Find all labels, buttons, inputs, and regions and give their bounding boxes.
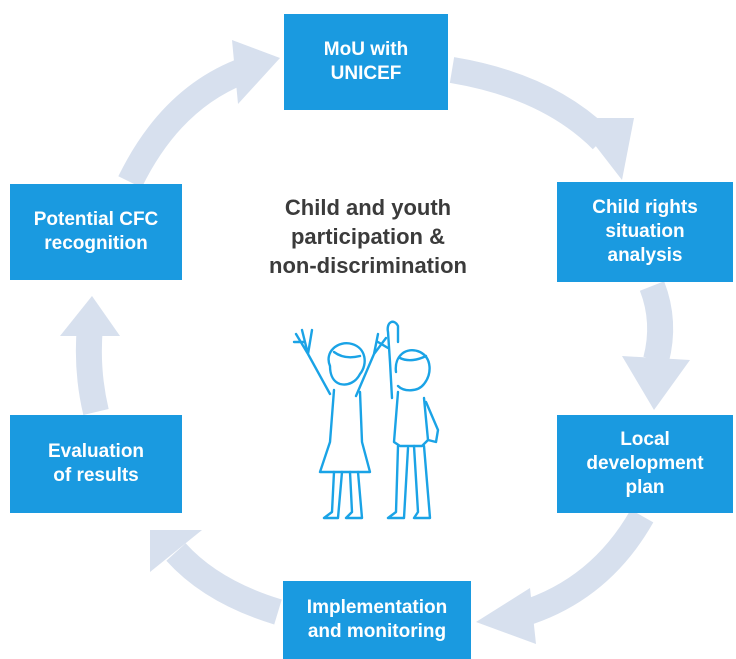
step-evaluation-of-results: Evaluation of results — [10, 415, 182, 513]
arrowhead-cfc — [60, 296, 120, 336]
step-label-line: development — [586, 453, 704, 474]
arrow-analysis-to-plan — [639, 281, 674, 364]
center-title-line: participation & — [290, 224, 445, 249]
center-title-line: Child and youth — [284, 195, 452, 220]
step-label-line: plan — [625, 477, 665, 498]
step-label-line: of results — [53, 465, 139, 486]
arrow-eval-to-cfc — [75, 324, 109, 416]
center-theme-title: Child and youth participation & non-disc… — [218, 193, 518, 280]
arrowhead-plan — [622, 356, 690, 410]
step-local-development-plan: Local development plan — [557, 415, 733, 513]
step-label-line: situation — [605, 221, 685, 242]
step-label-line: Implementation — [306, 597, 448, 618]
arrow-plan-to-impl — [517, 509, 654, 627]
arrow-mou-to-analysis — [449, 57, 612, 150]
step-implementation-monitoring: Implementation and monitoring — [283, 581, 471, 659]
step-label-line: MoU with — [323, 39, 409, 60]
arrow-impl-to-eval — [166, 543, 282, 625]
step-label-line: UNICEF — [330, 63, 402, 84]
step-label-line: recognition — [44, 233, 148, 254]
step-label-line: and monitoring — [307, 621, 447, 642]
step-label-line: Child rights — [592, 197, 698, 218]
arrowhead-analysis — [574, 118, 634, 180]
step-mou-with-unicef: MoU with UNICEF — [284, 14, 448, 110]
two-children-raising-arms-icon — [292, 320, 440, 520]
arrowhead-eval — [150, 530, 202, 572]
arrowhead-impl — [476, 588, 536, 644]
center-title-line: non-discrimination — [269, 253, 467, 278]
arrow-cfc-to-mou — [118, 59, 246, 188]
step-child-rights-analysis: Child rights situation analysis — [557, 182, 733, 282]
step-potential-cfc-recognition: Potential CFC recognition — [10, 184, 182, 280]
step-label-line: Evaluation — [47, 441, 145, 462]
step-label-line: analysis — [607, 245, 683, 266]
step-label-line: Local — [620, 429, 670, 450]
arrowhead-mou — [232, 40, 280, 104]
step-label-line: Potential CFC — [33, 209, 159, 230]
